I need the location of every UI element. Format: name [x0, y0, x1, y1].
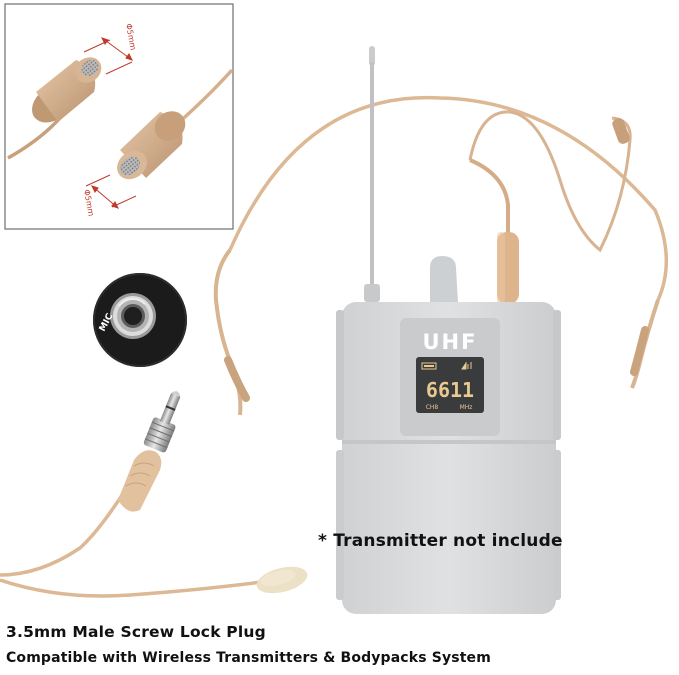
- plug-cable-wire: [0, 485, 130, 577]
- signal-icon: [461, 361, 472, 370]
- dimension-marker-upper: [83, 37, 133, 75]
- brand-label: UHF: [423, 330, 478, 354]
- dimension-marker-lower: [85, 174, 137, 209]
- boom-arm-upper: [469, 158, 510, 300]
- mesh-grille-icon: [81, 59, 99, 77]
- inset-capsule-upper: [32, 57, 102, 123]
- battery-icon: [421, 362, 437, 370]
- lcd-unit-label: MHz: [460, 404, 473, 411]
- caption-plug-type: 3.5mm Male Screw Lock Plug: [6, 623, 266, 641]
- screw-lock-collar: [143, 391, 181, 453]
- mesh-grille-icon: [120, 156, 140, 176]
- inset-cable-left: [7, 116, 62, 160]
- adjuster-slider: [612, 118, 630, 144]
- caption-compatibility: Compatible with Wireless Transmitters & …: [6, 650, 491, 666]
- inset-capsule-lower: [117, 111, 186, 180]
- transmitter-note: * Transmitter not include: [318, 531, 563, 551]
- headset: [213, 95, 668, 416]
- headband-wire: [228, 95, 668, 301]
- boom-wire: [0, 578, 263, 598]
- lcd-channel-label: CH8: [426, 404, 439, 411]
- detail-inset: Φ5mm Φ5mm: [4, 3, 234, 230]
- antenna: [370, 62, 374, 292]
- adjuster-loop: [468, 110, 632, 253]
- headset-mic-capsule: [256, 566, 308, 594]
- transmitter-body: [342, 302, 556, 614]
- top-knob: [430, 256, 458, 302]
- lcd-digits: 6611: [426, 378, 474, 402]
- mic-jack-photo: MIC: [93, 273, 187, 367]
- antenna-tip: [369, 46, 375, 66]
- lcd-display: [416, 357, 484, 413]
- bodypack-transmitter: UHF 6611 CH8 MHz: [336, 46, 561, 614]
- ear-hook-left: [213, 248, 243, 416]
- plug-cable: [0, 391, 308, 598]
- strain-relief: [118, 450, 162, 512]
